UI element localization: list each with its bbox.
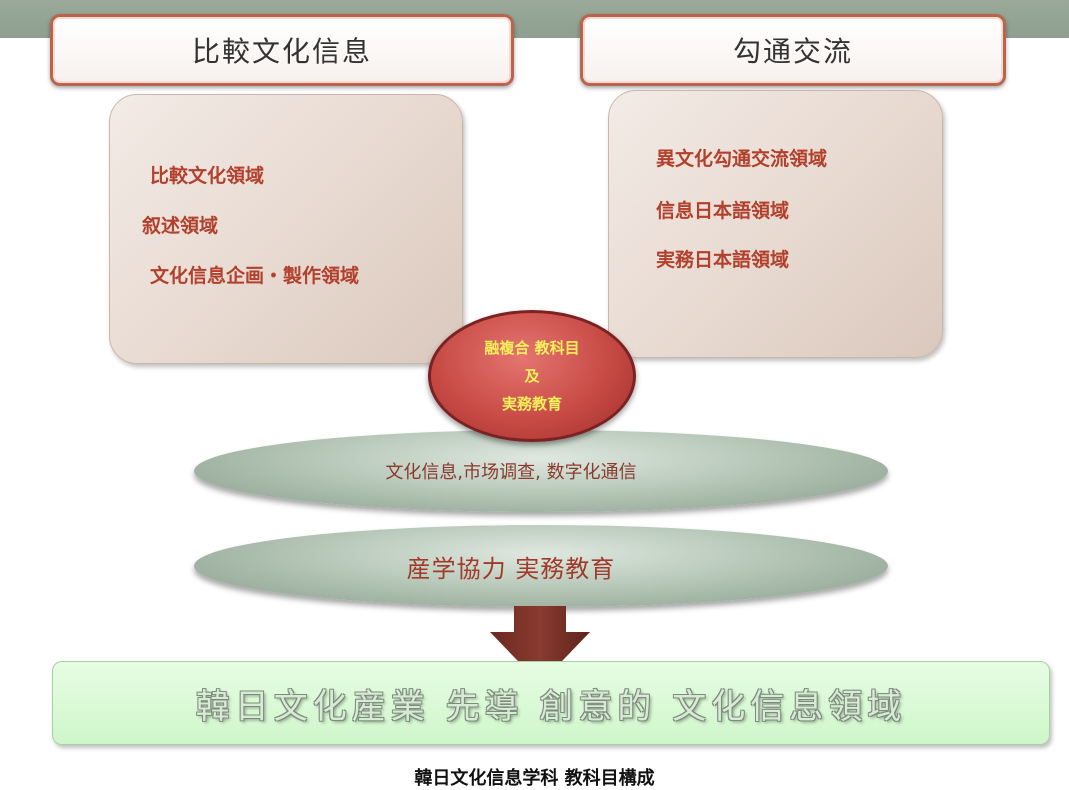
result-label: 韓日文化産業 先導 創意的 文化信息領域: [195, 686, 907, 727]
right-panel-item: 信息日本語領域: [656, 200, 790, 222]
figure-caption: 韓日文化信息学科 教科目構成: [414, 768, 655, 789]
header-communication: 勾通交流: [580, 14, 1006, 86]
left-panel-item: 比較文化領域: [150, 165, 265, 187]
left-panel: 比較文化領域 叙述領域 文化信息企画・製作領域: [109, 94, 463, 364]
header-left-label: 比較文化信息: [191, 35, 372, 68]
center-circle: 融複合 教科目 及 実務教育: [428, 310, 636, 442]
header-comparative-culture: 比較文化信息: [50, 14, 514, 86]
left-panel-item: 叙述領域: [142, 215, 219, 237]
ellipse-industry-cooperation-label: 産学協力 実務教育: [406, 554, 616, 583]
center-circle-line: 融複合 教科目: [484, 339, 580, 357]
center-circle-line: 及: [524, 367, 540, 385]
left-panel-item: 文化信息企画・製作領域: [150, 265, 360, 287]
header-right-label: 勾通交流: [732, 35, 853, 68]
result-box: 韓日文化産業 先導 創意的 文化信息領域: [52, 661, 1050, 745]
ellipse-culture-info-label: 文化信息,市场调查, 数字化通信: [385, 462, 637, 483]
right-panel: 異文化勾通交流領域 信息日本語領域 実務日本語領域: [608, 90, 943, 358]
center-circle-line: 実務教育: [501, 395, 562, 413]
ellipse-industry-cooperation: 産学協力 実務教育: [194, 525, 888, 607]
right-panel-item: 異文化勾通交流領域: [656, 148, 828, 170]
down-arrow-icon: [490, 606, 590, 684]
right-panel-item: 実務日本語領域: [656, 249, 790, 271]
ellipse-culture-info: 文化信息,市场调查, 数字化通信: [194, 430, 888, 512]
